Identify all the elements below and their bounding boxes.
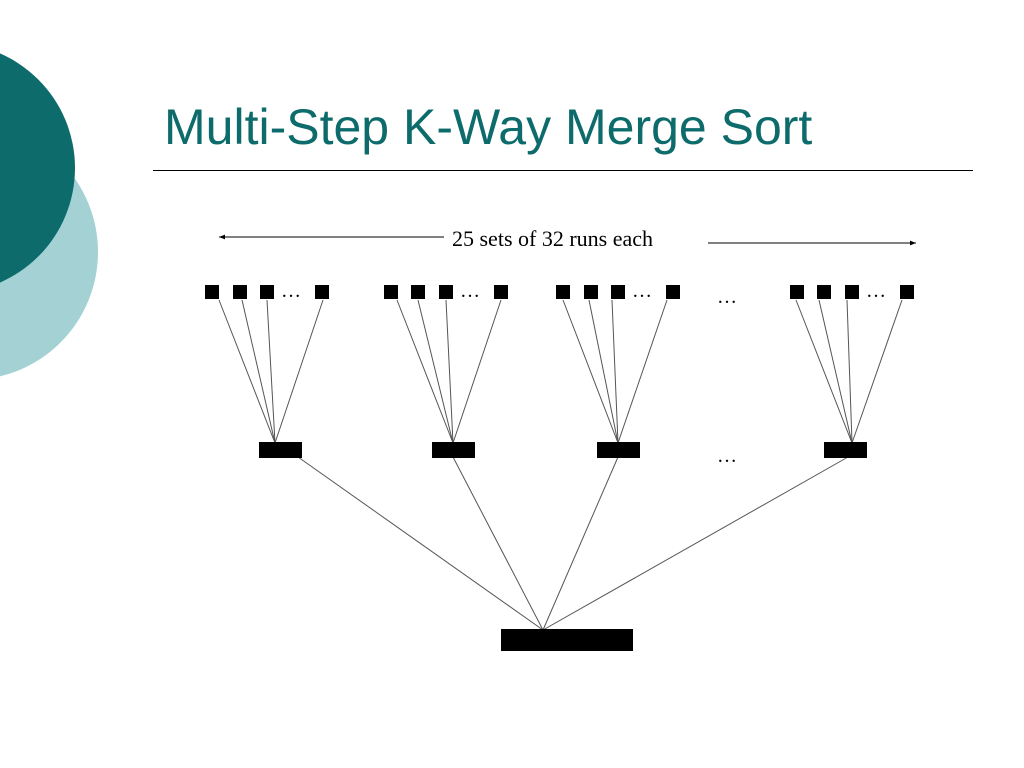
run-block [260, 285, 274, 299]
connector [851, 299, 903, 444]
run-group: … [790, 280, 914, 302]
dark-teal-circle [0, 53, 75, 283]
connector [611, 299, 619, 444]
connector [266, 299, 276, 444]
final-output-block [501, 629, 633, 651]
connector [241, 299, 276, 444]
run-group: … [205, 280, 329, 302]
connector [846, 299, 853, 444]
ellipsis: … [460, 280, 480, 302]
run-block [205, 285, 219, 299]
run-block [556, 285, 570, 299]
connector [452, 299, 502, 444]
connector [396, 299, 454, 444]
connector [452, 456, 544, 631]
connector [417, 299, 454, 444]
connector [818, 299, 853, 444]
connector [542, 456, 619, 631]
run-block [439, 285, 453, 299]
run-block [666, 285, 680, 299]
run-block [494, 285, 508, 299]
run-block [817, 285, 831, 299]
run-block [315, 285, 329, 299]
ellipsis: … [717, 445, 737, 467]
ellipsis: … [866, 280, 886, 302]
run-block [411, 285, 425, 299]
ellipsis: … [717, 286, 737, 308]
span-label: 25 sets of 32 runs each [452, 226, 653, 251]
connector [445, 299, 454, 444]
run-block [384, 285, 398, 299]
connector [218, 299, 276, 444]
run-block [790, 285, 804, 299]
connector [542, 456, 849, 631]
ellipsis: … [632, 280, 652, 302]
ellipsis: … [281, 280, 301, 302]
run-group: … [384, 280, 508, 302]
run-block [233, 285, 247, 299]
merged-run-block [432, 442, 475, 458]
run-block [900, 285, 914, 299]
run-block [845, 285, 859, 299]
connector [274, 299, 324, 444]
connector [795, 299, 853, 444]
merged-run-block [597, 442, 640, 458]
merged-run-block [259, 442, 302, 458]
title-underline [153, 170, 973, 171]
run-block [584, 285, 598, 299]
connector [297, 456, 544, 631]
connector [588, 299, 619, 444]
connector [617, 299, 668, 444]
run-group: … [556, 280, 680, 302]
connector [562, 299, 619, 444]
connectors [218, 299, 903, 631]
slide-title: Multi-Step K-Way Merge Sort [164, 99, 813, 155]
run-block [611, 285, 625, 299]
merged-run-block [824, 442, 867, 458]
